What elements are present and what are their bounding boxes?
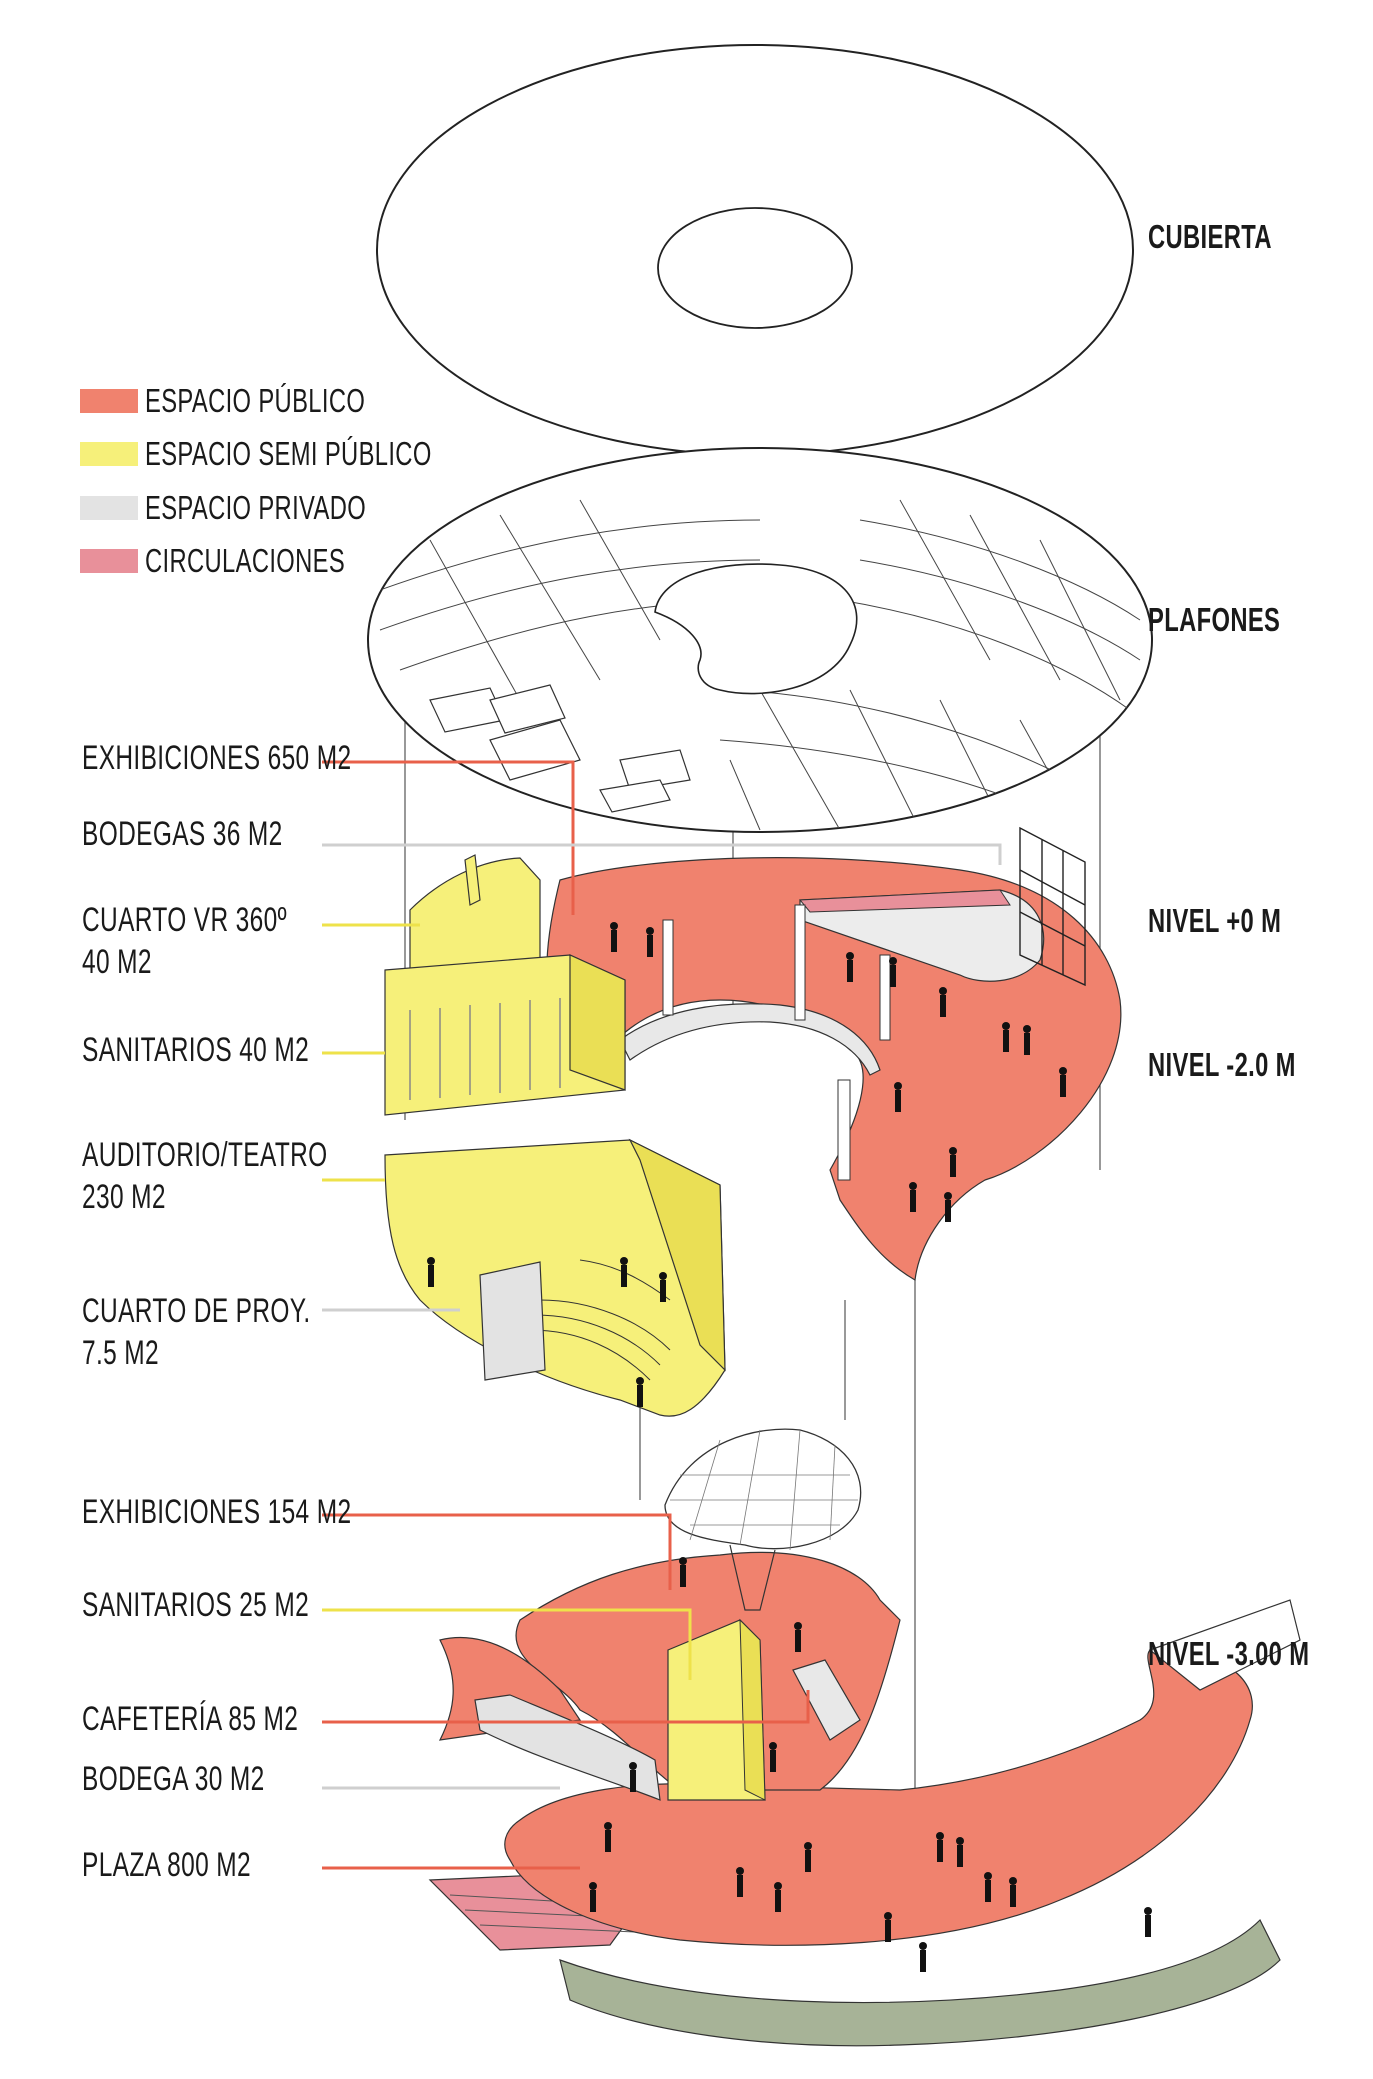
space-label-bodega-30: BODEGA 30 M2 <box>82 1760 265 1798</box>
legend-swatch-publico <box>80 389 138 413</box>
leader-lines <box>322 760 1002 1870</box>
level-label-nivel-0: NIVEL +0 M <box>1148 902 1282 939</box>
space-label-cafeteria-85: CAFETERÍA 85 M2 <box>82 1700 299 1738</box>
legend-swatch-semi-publico <box>80 442 138 466</box>
vr-sanitarios-block <box>384 854 626 1116</box>
legend-swatch-circulaciones <box>80 549 138 573</box>
legend-label-privado: ESPACIO PRIVADO <box>145 489 367 526</box>
space-label-plaza-800: PLAZA 800 M2 <box>82 1846 251 1884</box>
space-label-exhibiciones-154: EXHIBICIONES 154 M2 <box>82 1493 352 1531</box>
auditorio-block <box>384 1138 726 1417</box>
space-label-cuarto-vr-area: 40 M2 <box>82 943 152 981</box>
legend-label-publico: ESPACIO PÚBLICO <box>145 382 366 419</box>
curtain-wall <box>1019 826 1086 987</box>
space-label-auditorio: AUDITORIO/TEATRO <box>82 1136 328 1174</box>
space-label-cuarto-proy-area: 7.5 M2 <box>82 1334 160 1372</box>
space-label-cuarto-proy: CUARTO DE PROY. <box>82 1292 311 1330</box>
level-label-nivel-3: NIVEL -3.00 M <box>1148 1635 1310 1672</box>
space-label-exhibiciones-650: EXHIBICIONES 650 M2 <box>82 739 352 777</box>
level-label-cubierta: CUBIERTA <box>1148 218 1272 255</box>
nivel-3-plaza <box>428 1428 1301 2047</box>
space-label-auditorio-area: 230 M2 <box>82 1178 166 1216</box>
space-label-sanitarios-25: SANITARIOS 25 M2 <box>82 1586 310 1624</box>
level-label-nivel-2: NIVEL -2.0 M <box>1148 1046 1296 1083</box>
level-label-plafones: PLAFONES <box>1148 601 1281 638</box>
cubierta-roof <box>376 44 1134 456</box>
legend-swatch-privado <box>80 496 138 520</box>
grid-canopy <box>664 1428 862 1611</box>
space-label-cuarto-vr: CUARTO VR 360º <box>82 901 287 939</box>
human-figures <box>427 922 1152 1972</box>
legend-label-semi-publico: ESPACIO SEMI PÚBLICO <box>145 435 432 472</box>
space-label-sanitarios-40: SANITARIOS 40 M2 <box>82 1031 310 1069</box>
nivel-0-floor <box>546 857 1122 1281</box>
space-label-bodegas-36: BODEGAS 36 M2 <box>82 815 283 853</box>
plafones-ceiling <box>367 447 1153 833</box>
legend-label-circulaciones: CIRCULACIONES <box>145 542 346 579</box>
